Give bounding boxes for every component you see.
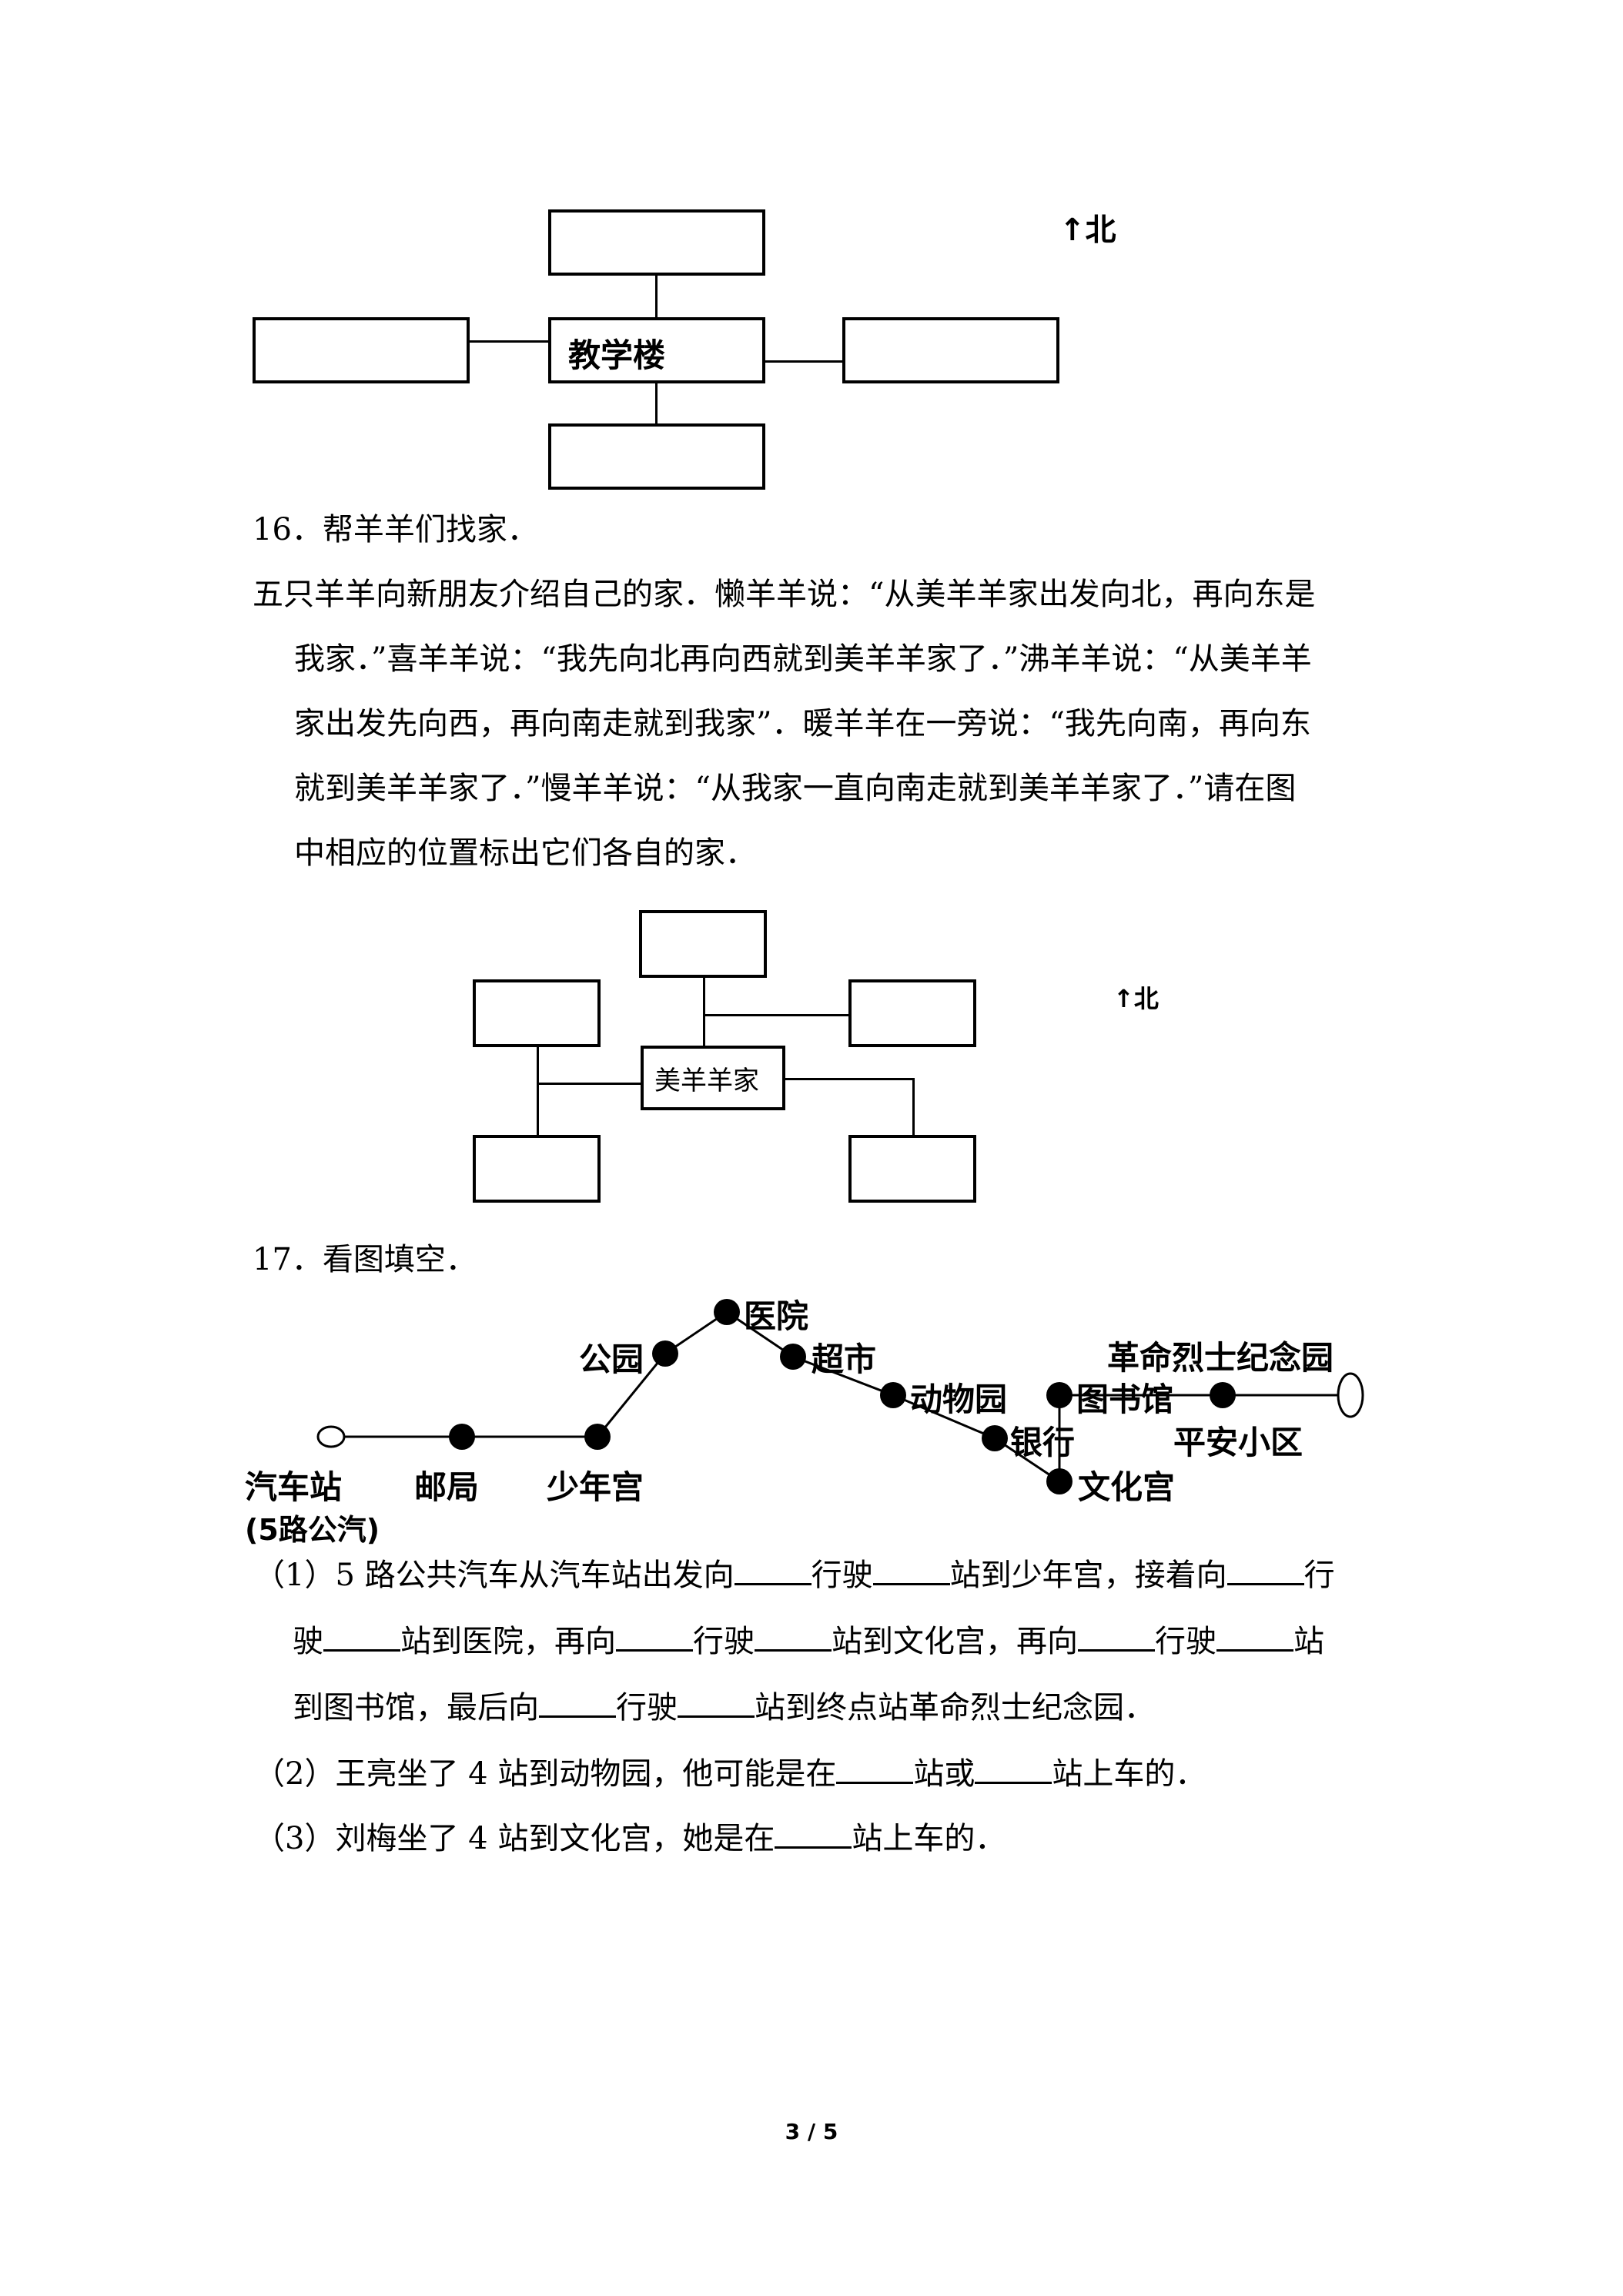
connector [703, 978, 705, 1046]
end-terminal-icon [1337, 1372, 1364, 1418]
station-dot-pingan [1210, 1382, 1236, 1408]
north-indicator: ↑北 [1059, 205, 1116, 249]
connector [655, 383, 658, 423]
station-label-pingan: 平安小区 [1173, 1424, 1303, 1461]
answer-blank[interactable] [678, 1689, 755, 1718]
route-segment [596, 1353, 667, 1438]
station-label-hospital: 医院 [744, 1297, 809, 1335]
connector [703, 1014, 848, 1016]
arrow-up-icon: ↑ [1059, 213, 1086, 248]
station-dot-library [1046, 1382, 1073, 1408]
station-dot-supermarket [780, 1344, 806, 1370]
q17-sub1-line3: 到图书馆，最后向行驶站到终点站革命烈士纪念园． [293, 1689, 1155, 1725]
route-segment [726, 1310, 794, 1358]
answer-blank[interactable] [1078, 1623, 1155, 1652]
north-indicator: ↑北 [1113, 979, 1159, 1015]
station-dot-youth-palace [584, 1424, 611, 1450]
answer-blank[interactable] [539, 1689, 616, 1718]
connector [537, 1083, 641, 1085]
station-label-youth-palace: 少年宫 [547, 1468, 644, 1506]
station-label-bank: 银行 [1010, 1424, 1076, 1461]
answer-blank[interactable] [975, 1755, 1052, 1784]
question-title: 帮羊羊们找家． [322, 512, 538, 547]
connector [537, 1047, 539, 1135]
question-number: 16． [253, 512, 323, 547]
station-label-bus-station: 汽车站 [245, 1468, 343, 1506]
q17-heading: 17．看图填空． [253, 1227, 477, 1292]
answer-blank[interactable] [836, 1755, 914, 1784]
route-segment [892, 1394, 996, 1440]
bus-line-label: (5路公汽) [245, 1513, 380, 1547]
answer-blank[interactable] [323, 1623, 400, 1652]
station-label-memorial: 革命烈士纪念园 [1107, 1339, 1334, 1377]
connector [785, 1078, 912, 1080]
answer-blank[interactable] [775, 1820, 852, 1849]
empty-box-east [842, 317, 1059, 383]
q16-heading: 16．帮羊羊们找家． [253, 497, 538, 562]
empty-box-north [548, 209, 765, 276]
question-title: 看图填空． [322, 1242, 477, 1277]
empty-box-top [639, 910, 767, 978]
q17-sub1-line2: 驶站到医院，再向行驶站到文化宫，再向行驶站 [293, 1623, 1324, 1659]
q17-sub1-line1: （1）5 路公共汽车从汽车站出发向行驶站到少年宫，接着向行 [254, 1557, 1335, 1593]
answer-blank[interactable] [755, 1623, 832, 1652]
q16-text-line: 中相应的位置标出它们各自的家． [294, 835, 756, 871]
connector [470, 340, 548, 343]
q16-text-line: 五只羊羊向新朋友介绍自己的家．懒羊羊说：“从美羊羊家出发向北，再向东是 [253, 577, 1316, 612]
empty-box-lower-right [848, 1135, 976, 1203]
answer-blank[interactable] [734, 1557, 812, 1585]
station-dot-zoo [880, 1382, 906, 1408]
connector [765, 360, 842, 363]
station-label-zoo: 动物园 [910, 1381, 1008, 1418]
station-label-library: 图书馆 [1076, 1381, 1174, 1418]
connector [912, 1078, 915, 1135]
route-segment [792, 1355, 894, 1397]
answer-blank[interactable] [872, 1557, 950, 1585]
q16-text-line: 我家．”喜羊羊说：“我先向北再向西就到美羊羊家了．”沸羊羊说：“从美羊羊 [294, 641, 1312, 677]
station-label-post-office: 邮局 [414, 1468, 480, 1506]
start-terminal-icon [316, 1425, 346, 1448]
station-label-park: 公园 [579, 1340, 644, 1378]
answer-blank[interactable] [1226, 1557, 1304, 1585]
q16-text-line: 就到美羊羊家了．”慢羊羊说：“从我家一直向南走就到美羊羊家了．”请在图 [294, 771, 1297, 806]
page-number: 3 / 5 [785, 2119, 838, 2144]
north-label: 北 [1085, 213, 1116, 248]
empty-box-west [253, 317, 470, 383]
station-label-culture-palace: 文化宫 [1078, 1468, 1176, 1506]
empty-box-south [548, 423, 765, 490]
center-box-label: 美羊羊家 [654, 1066, 759, 1096]
center-box [548, 317, 765, 383]
station-dot-bank [982, 1425, 1008, 1451]
station-dot-hospital [714, 1299, 740, 1325]
station-label-supermarket: 超市 [812, 1340, 877, 1378]
center-box-label: 教学楼 [568, 336, 666, 374]
station-dot-post-office [449, 1424, 475, 1450]
station-dot-culture-palace [1046, 1468, 1073, 1494]
empty-box-lower-left [473, 1135, 601, 1203]
north-label: 北 [1133, 984, 1159, 1013]
center-box [641, 1046, 785, 1110]
q17-sub2: （2）王亮坐了 4 站到动物园，他可能是在站或站上车的． [254, 1755, 1206, 1792]
empty-box-upper-left [473, 979, 601, 1047]
q17-sub3: （3）刘梅坐了 4 站到文化宫，她是在站上车的． [254, 1820, 1006, 1856]
question-number: 17． [253, 1242, 323, 1277]
answer-blank[interactable] [616, 1623, 693, 1652]
station-dot-park [652, 1340, 678, 1367]
connector [655, 276, 658, 317]
arrow-up-icon: ↑ [1113, 984, 1134, 1013]
empty-box-upper-right [848, 979, 976, 1047]
q16-text-line: 家出发先向西，再向南走就到我家”．暖羊羊在一旁说：“我先向南，再向东 [294, 706, 1311, 741]
answer-blank[interactable] [1216, 1623, 1293, 1652]
